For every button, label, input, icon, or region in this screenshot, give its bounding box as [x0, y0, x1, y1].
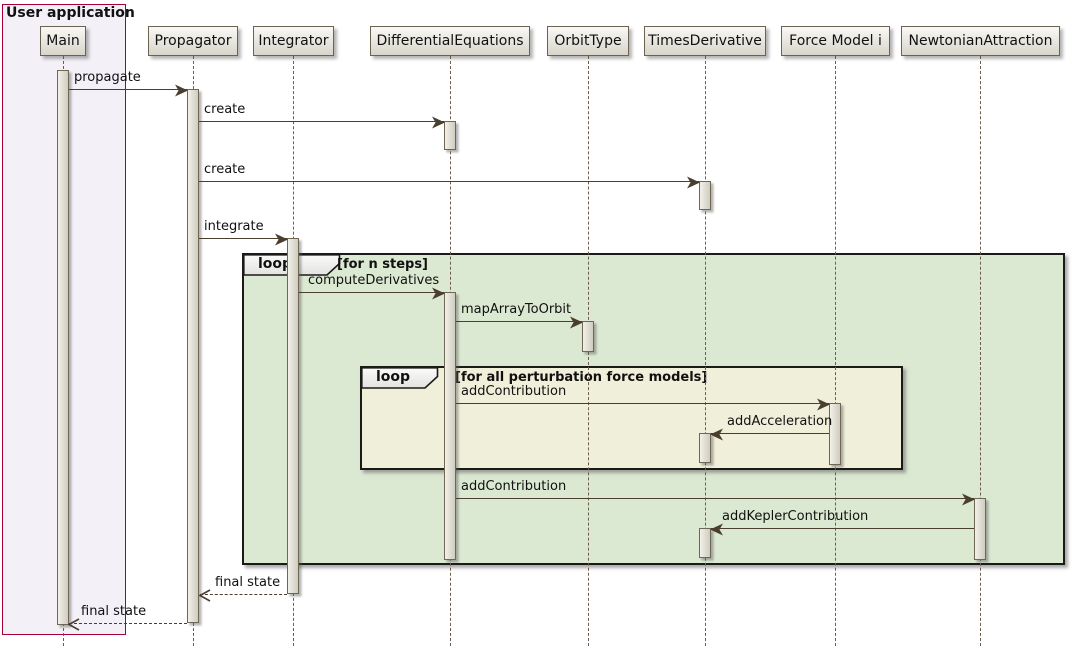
participant-newtonianattraction: NewtonianAttraction	[901, 26, 1060, 56]
message-label: create	[204, 162, 246, 177]
message-finalstate-propagator	[68, 617, 187, 631]
message-label: mapArrayToOrbit	[461, 302, 572, 317]
participant-integrator: Integrator	[253, 26, 334, 56]
arrowhead-icon	[68, 617, 80, 631]
activation-bar-integrator	[287, 238, 299, 594]
loop-condition: [for all perturbation force models]	[455, 370, 708, 385]
activation-bar-diffeq-create	[444, 121, 456, 150]
arrowhead-icon	[710, 523, 723, 535]
message-label: final state	[81, 604, 147, 619]
participant-orbittype: OrbitType	[547, 26, 629, 56]
loop-pentagon-icon	[361, 367, 439, 389]
participant-label: Main	[46, 33, 80, 49]
message-computederivatives	[299, 287, 445, 299]
message-maparraytoorbit	[456, 316, 583, 328]
arrowhead-icon	[175, 84, 188, 96]
arrowhead-icon	[687, 176, 700, 188]
participant-main: Main	[40, 26, 86, 56]
arrowhead-icon	[817, 398, 830, 410]
message-finalstate-integrator	[199, 588, 287, 602]
message-create-timesderivative	[199, 176, 700, 188]
participant-label: NewtonianAttraction	[908, 33, 1053, 49]
participant-timesderivative: TimesDerivative	[644, 26, 766, 56]
participant-label: DifferentialEquations	[376, 33, 524, 49]
message-addacceleration	[710, 428, 829, 440]
lifeline-newtonianattraction	[980, 56, 981, 646]
activation-bar-timesderivative-kepler	[699, 528, 711, 558]
message-label: create	[204, 102, 246, 117]
message-addcontribution-forcemodel	[456, 398, 830, 410]
loop-operator-label: loop	[376, 369, 411, 385]
message-propagate	[69, 84, 188, 96]
arrowhead-icon	[710, 428, 723, 440]
message-addkeplercontribution	[710, 523, 974, 535]
participant-label: OrbitType	[554, 33, 622, 49]
activation-bar-timesderivative-create	[699, 181, 711, 210]
arrowhead-icon	[432, 287, 445, 299]
lifeline-forcemodel	[835, 56, 836, 646]
participant-label: Integrator	[258, 33, 329, 49]
participant-label: Force Model i	[789, 33, 882, 49]
message-label: addKeplerContribution	[722, 509, 869, 524]
message-label: addAcceleration	[727, 414, 833, 429]
activation-bar-timesderivative-accel	[699, 433, 711, 463]
activation-bar-newtonianattraction	[974, 498, 986, 560]
activation-bar-diffeq	[444, 292, 456, 560]
participant-label: TimesDerivative	[648, 33, 762, 49]
lifeline-timesderivative	[705, 56, 706, 646]
message-addcontribution-newtonian	[456, 493, 975, 505]
message-label: addContribution	[461, 479, 567, 494]
loop-operator-label: loop	[258, 256, 293, 272]
message-label: final state	[215, 575, 281, 590]
message-label: propagate	[74, 70, 141, 85]
activation-bar-main	[57, 70, 69, 625]
message-label: computeDerivatives	[308, 273, 440, 288]
message-create-diffeq	[199, 116, 445, 128]
message-label: integrate	[204, 219, 264, 234]
activation-bar-forcemodel	[829, 403, 841, 465]
user-application-box-title: User application	[6, 5, 135, 21]
arrowhead-icon	[570, 316, 583, 328]
arrowhead-icon	[199, 588, 211, 602]
arrowhead-icon	[962, 493, 975, 505]
participant-differentialequations: DifferentialEquations	[370, 26, 530, 56]
message-integrate	[199, 233, 288, 245]
loop-condition: [for n steps]	[337, 257, 428, 272]
message-label: addContribution	[461, 384, 567, 399]
arrowhead-icon	[432, 116, 445, 128]
participant-forcemodel: Force Model i	[781, 26, 890, 56]
participant-propagator: Propagator	[148, 26, 238, 56]
participant-label: Propagator	[154, 33, 232, 49]
activation-bar-propagator	[187, 89, 199, 623]
arrowhead-icon	[275, 233, 288, 245]
activation-bar-orbittype	[582, 321, 594, 352]
